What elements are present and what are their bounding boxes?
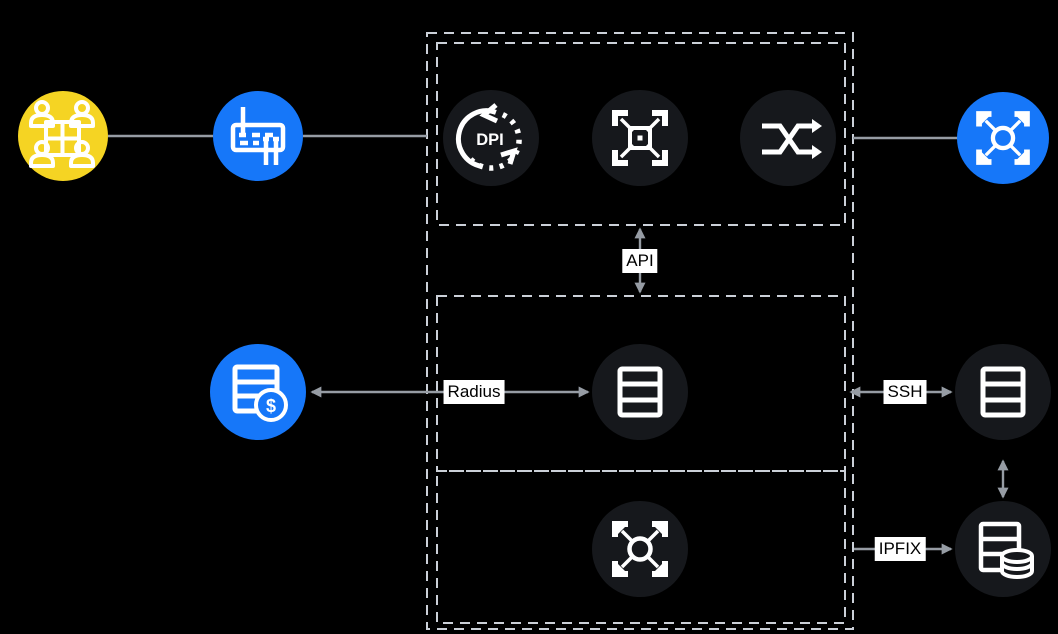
server-rack-icon <box>980 366 1026 418</box>
node-core-platform <box>592 90 688 186</box>
frame-arrows-icon <box>612 521 668 577</box>
server-database-icon <box>978 521 1034 580</box>
node-subscribers <box>18 91 108 181</box>
node-billing-system: $ <box>210 344 306 440</box>
server-rack-icon <box>617 366 663 418</box>
dpi-text: DPI <box>476 131 504 149</box>
bottom-dashed-box <box>436 470 846 624</box>
node-management-server <box>955 344 1051 440</box>
node-radius-server <box>592 344 688 440</box>
frame-square-icon <box>612 110 668 166</box>
dpi-cycle-icon: DPI <box>455 103 522 171</box>
radius-label: Radius <box>443 380 505 404</box>
api-label: API <box>622 249 658 273</box>
ipfix-label: IPFIX <box>874 537 926 561</box>
node-edge-router <box>957 92 1049 184</box>
node-distribution <box>592 501 688 597</box>
outer-dashed-box <box>426 32 854 630</box>
billing-server-icon: $ <box>232 364 288 422</box>
ssh-label: SSH <box>883 380 927 404</box>
node-flow-database <box>955 501 1051 597</box>
users-group-icon <box>29 100 95 168</box>
node-traffic-shuffle <box>740 90 836 186</box>
frame-arrows-icon <box>976 111 1030 165</box>
node-dpi-engine: DPI <box>443 90 539 186</box>
top-dashed-box <box>436 42 846 226</box>
currency-text: $ <box>266 396 276 416</box>
shuffle-icon <box>762 119 822 159</box>
network-switch-icon <box>230 107 286 165</box>
node-access-switch <box>213 91 303 181</box>
